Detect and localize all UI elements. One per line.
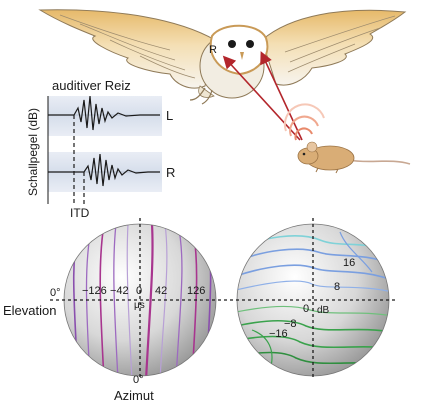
ild-contour-label: −16 — [269, 328, 288, 340]
stimulus-label: auditiver Reiz — [52, 78, 131, 93]
itd-tick-label: 42 — [155, 285, 168, 297]
ild-contour-label: 8 — [334, 281, 341, 293]
trace-left-label: L — [166, 108, 174, 123]
trace-left-waveform — [48, 95, 160, 131]
owl-ear-marker: R — [209, 44, 217, 56]
owl-beak — [240, 52, 244, 60]
mouse-feet — [315, 167, 339, 174]
azimuth-value-label: 0° — [133, 374, 144, 386]
ild-contour-label: 0 — [303, 303, 310, 315]
itd-tick-label: −126 — [82, 285, 107, 297]
signal-panel — [47, 95, 162, 206]
trace-right-label: R — [166, 165, 176, 180]
ild-unit-label: dB — [317, 305, 330, 316]
owl-eye-left — [228, 40, 236, 48]
owl-right-wing — [261, 9, 407, 86]
azimuth-axis-name: Azimut — [114, 388, 154, 403]
sound-waves — [283, 103, 325, 141]
itd-sphere — [50, 218, 230, 380]
arrow-to-left-ear — [260, 51, 303, 141]
arrow-to-right-ear — [222, 55, 301, 141]
owl-eye-right — [246, 40, 254, 48]
itd-tick-label: −42 — [110, 285, 129, 297]
itd-tick-label: 0 — [136, 285, 143, 297]
mouse-ear — [306, 141, 318, 153]
elevation-value-label: 0° — [50, 287, 61, 299]
sound-arrows — [222, 51, 303, 141]
ild-contour-label: 16 — [343, 257, 356, 269]
mouse-eye — [302, 152, 306, 156]
owl-talons — [189, 87, 213, 105]
trace-right-waveform — [48, 153, 160, 187]
y-axis-label: Schallpegel (dB) — [26, 107, 40, 196]
trace-left-band — [48, 96, 162, 136]
mouse — [297, 141, 411, 174]
mouse-tail — [347, 159, 411, 165]
elevation-axis-name: Elevation — [3, 303, 57, 318]
owl-left-wing — [38, 9, 216, 89]
itd-tick-label: 126 — [187, 285, 206, 297]
owl-left-wing-feathers — [59, 14, 196, 79]
owl-right-wing-feathers — [284, 15, 396, 73]
itd-unit-label: μs — [134, 300, 145, 311]
delay-label: ITD — [70, 206, 90, 220]
ild-contour-label: −8 — [284, 318, 297, 330]
ild-sphere — [230, 218, 396, 380]
